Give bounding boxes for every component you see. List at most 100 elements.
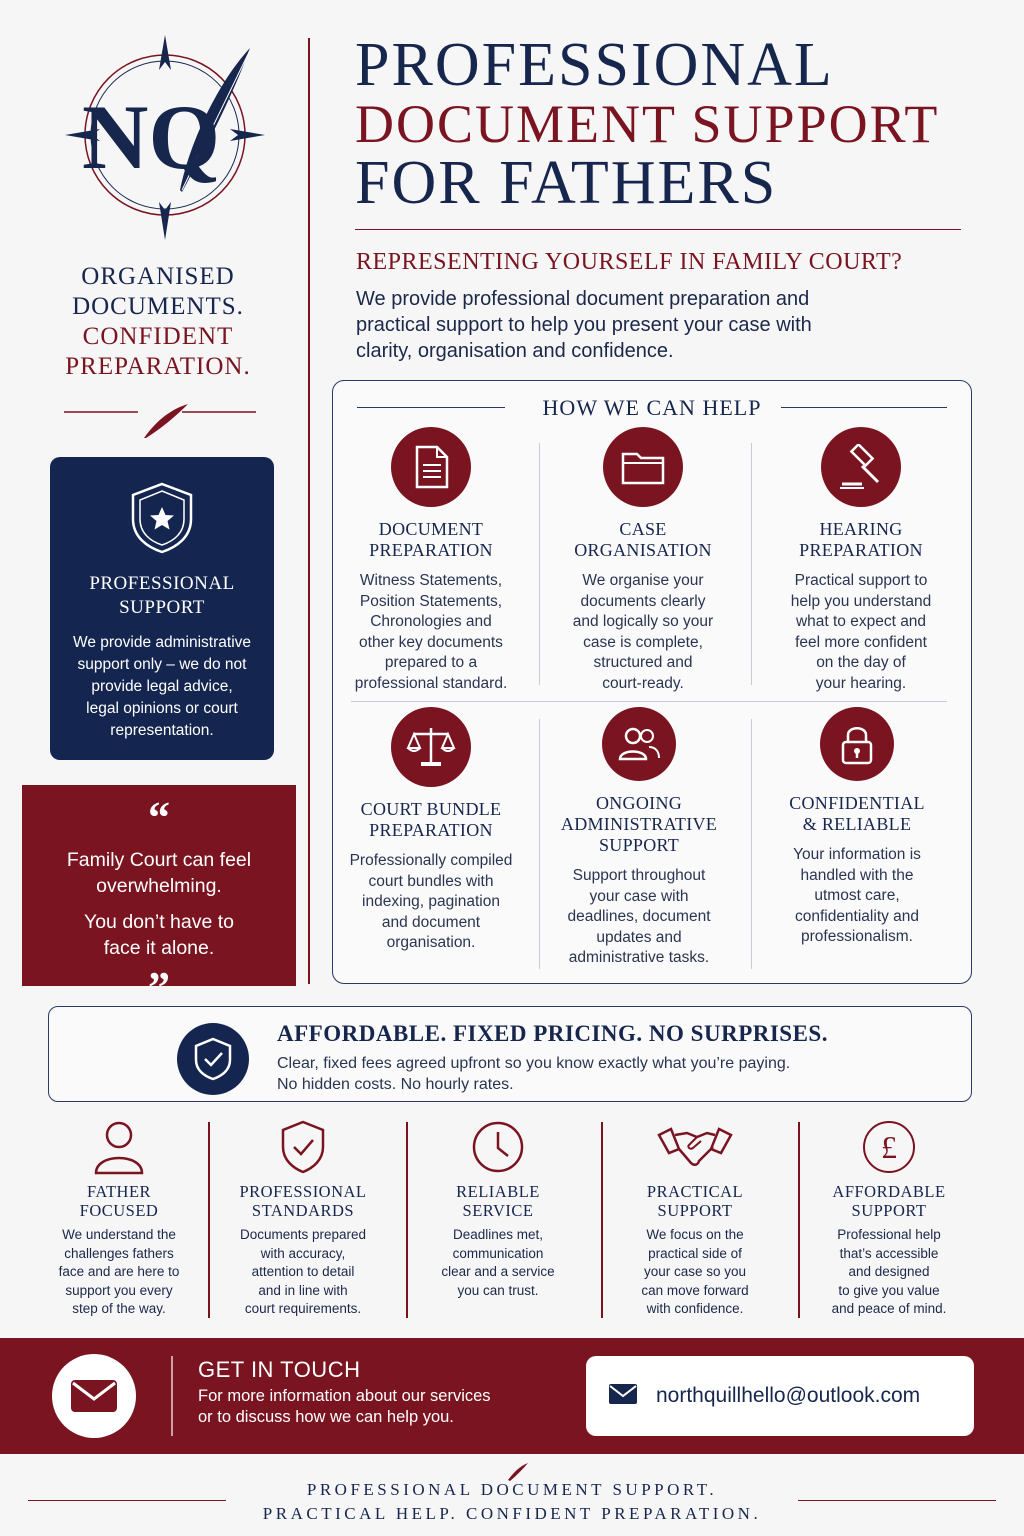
footer-rule: [798, 1500, 996, 1501]
help-title: HOW WE CAN HELP: [542, 395, 762, 420]
service-text: court-ready.: [602, 674, 684, 692]
feature-text: that’s accessible: [839, 1245, 939, 1261]
brand-logo: NQ: [60, 30, 270, 250]
heading-rule: [357, 407, 505, 408]
feature-text: with confidence.: [646, 1301, 744, 1316]
feature-text: you can trust.: [457, 1282, 539, 1298]
service-heading: & RELIABLE: [802, 814, 912, 834]
quote-line: Family Court can feel: [66, 849, 252, 871]
service-text: utmost care,: [814, 887, 900, 904]
footer-tagline: PROFESSIONAL DOCUMENT SUPPORT. PRACTICAL…: [0, 1478, 1024, 1526]
support-text: support only – we do not: [77, 656, 247, 673]
service-confidential-reliable: CONFIDENTIAL& RELIABLE Your information …: [757, 707, 957, 948]
quote-line: overwhelming.: [96, 875, 222, 897]
shield-check-icon: [210, 1118, 396, 1176]
scales-icon: [391, 707, 471, 787]
service-text: Chronologies and: [370, 613, 492, 630]
service-text: court bundles with: [368, 872, 494, 890]
pricing-banner: AFFORDABLE. FIXED PRICING. NO SURPRISES.…: [48, 1006, 972, 1102]
title-divider: [355, 229, 961, 230]
service-ongoing-administrative-support: ONGOING ADMINISTRATIVE SUPPORT Support t…: [539, 707, 739, 969]
feature-text: and in line with: [258, 1282, 348, 1298]
contact-text: For more information about our services …: [198, 1386, 491, 1428]
quill-icon: [506, 1462, 530, 1487]
service-heading: ONGOING: [595, 793, 683, 813]
brand-tagline: ORGANISED DOCUMENTS. CONFIDENT PREPARATI…: [30, 262, 286, 382]
service-text: your case with: [589, 887, 689, 905]
email-address[interactable]: northquillhello@outlook.com: [656, 1384, 921, 1407]
quill-icon: [144, 404, 188, 438]
support-text: legal opinions or court: [86, 700, 238, 717]
service-text: Professionally compiled: [349, 852, 513, 869]
feature-text: communication: [452, 1245, 544, 1261]
service-text: Witness Statements,: [359, 572, 503, 589]
quote-line: face it alone.: [103, 937, 215, 959]
feature-heading: FATHER: [86, 1182, 152, 1201]
support-title: PROFESSIONAL: [89, 573, 235, 594]
service-text: documents clearly: [580, 592, 706, 610]
close-quote-mark: ”: [148, 963, 170, 1012]
service-heading: COURT BUNDLE: [360, 799, 502, 819]
professional-support-card: PROFESSIONAL SUPPORT We provide administ…: [50, 457, 274, 760]
intro-line: clarity, organisation and confidence.: [356, 340, 674, 362]
email-link[interactable]: northquillhello@outlook.com: [586, 1356, 974, 1436]
clock-icon: [405, 1118, 591, 1176]
service-heading: HEARING: [819, 519, 903, 539]
service-heading: CASE: [619, 519, 667, 539]
feature-heading: SUPPORT: [851, 1201, 927, 1220]
service-text: updates and: [596, 928, 682, 946]
grid-divider: [351, 701, 947, 702]
feature-heading: SERVICE: [462, 1201, 534, 1220]
feature-divider: [798, 1122, 800, 1318]
service-heading: ADMINISTRATIVE: [560, 814, 718, 834]
service-text: professionalism.: [801, 928, 913, 945]
service-text: deadlines, document: [567, 908, 711, 925]
contact-line: For more information about our services: [198, 1387, 491, 1405]
feature-text: with accuracy,: [260, 1245, 346, 1261]
shield-check-icon: [177, 1023, 249, 1095]
intro-line: practical support to help you present yo…: [356, 314, 812, 336]
support-text: representation.: [110, 722, 214, 739]
feature-text: face and are here to: [58, 1264, 180, 1279]
feature-text: and designed: [848, 1264, 930, 1279]
quill-divider: [64, 400, 256, 440]
service-text: Practical support to: [794, 572, 928, 589]
envelope-icon: [608, 1383, 638, 1410]
feature-text: challenges fathers: [64, 1245, 174, 1261]
contact-divider: [171, 1356, 173, 1436]
service-text: professional standard.: [354, 674, 508, 692]
service-text: feel more confident: [795, 633, 927, 651]
service-text: help you understand: [790, 592, 932, 610]
grid-divider: [539, 719, 540, 969]
feature-text: clear and a service: [441, 1264, 555, 1279]
feature-text: attention to detail: [251, 1264, 355, 1279]
service-heading: SUPPORT: [598, 835, 680, 855]
feature-text: your case so you: [643, 1264, 747, 1279]
tagline-line: DOCUMENTS.: [72, 293, 244, 320]
quote-line: You don’t have to: [84, 911, 234, 933]
grid-divider: [751, 443, 752, 685]
service-heading: CONFIDENTIAL: [789, 793, 925, 813]
feature-heading: RELIABLE: [456, 1182, 540, 1201]
service-text: handled with the: [800, 866, 914, 884]
service-text: organisation.: [386, 934, 476, 951]
heading-rule: [781, 407, 947, 408]
tagline-line: PREPARATION.: [65, 353, 251, 380]
feature-text: We focus on the: [646, 1227, 744, 1242]
intro-line: We provide professional document prepara…: [356, 288, 810, 310]
feature-heading: PRACTICAL: [646, 1182, 744, 1201]
service-text: administrative tasks.: [568, 949, 710, 966]
logo-letter-n: NQ: [82, 86, 220, 188]
contact-line: or to discuss how we can help you.: [198, 1408, 454, 1426]
title-line: PROFESSIONAL: [355, 31, 834, 99]
contact-heading: GET IN TOUCH: [198, 1357, 361, 1382]
service-heading: PREPARATION: [369, 540, 493, 560]
service-text: case is complete,: [583, 633, 703, 651]
pound-icon: £: [796, 1118, 982, 1176]
service-text: prepared to a: [384, 654, 478, 671]
feature-divider: [406, 1122, 408, 1318]
document-icon: [391, 427, 471, 507]
